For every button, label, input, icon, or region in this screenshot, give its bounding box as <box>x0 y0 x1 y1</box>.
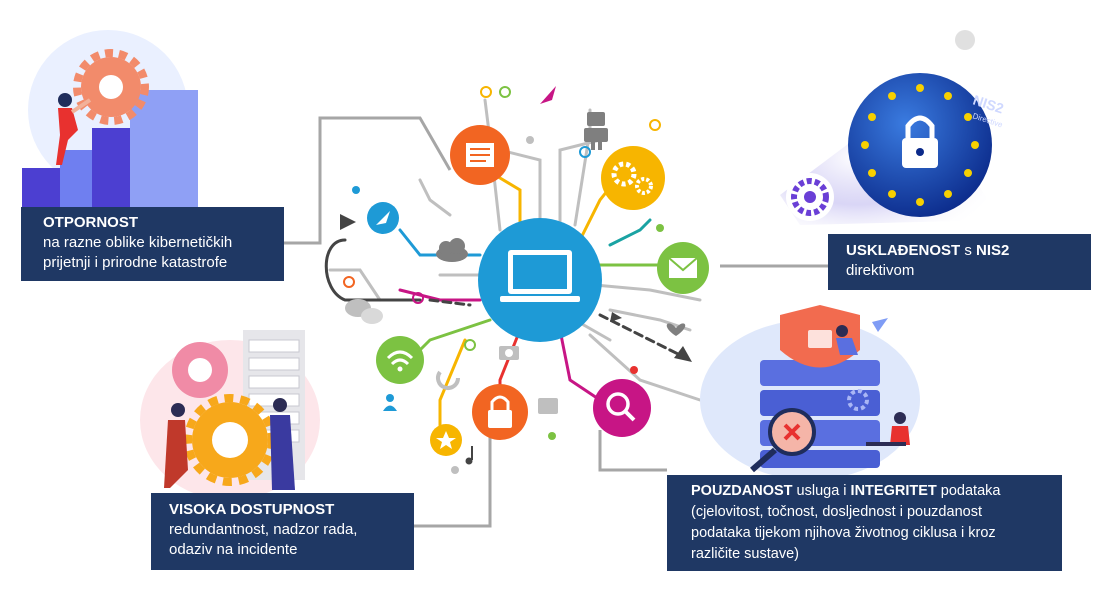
heart-icon <box>666 323 686 336</box>
camera-icon <box>499 346 519 360</box>
cloud-icon <box>436 238 468 262</box>
pouzdanost-title-bold1: POUZDANOST <box>691 483 793 499</box>
user-icon <box>383 394 397 411</box>
like-icon <box>538 398 558 414</box>
lock-icon <box>472 384 528 440</box>
nis2-title-bold2: NIS2 <box>976 242 1010 259</box>
pouzdanost-desc-line3: različite sustave) <box>691 546 799 562</box>
otpornost-box: OTPORNOST na razne oblike kibernetičkih … <box>21 207 284 281</box>
visoka-desc-line2: odaziv na incidente <box>169 541 298 558</box>
nis2-title-connector: s <box>960 242 977 259</box>
otpornost-desc-line2: prijetnji i prirodne katastrofe <box>43 254 228 271</box>
eu-stars <box>861 84 979 206</box>
reliability-illustration <box>700 305 920 480</box>
laptop-hub <box>478 218 602 342</box>
visoka-desc-line1: redundantnost, nadzor rada, <box>169 521 358 538</box>
visoka-title: VISOKA DOSTUPNOST <box>169 501 335 518</box>
music-icon <box>465 446 473 465</box>
robot-icon <box>584 112 608 150</box>
availability-illustration <box>140 330 320 500</box>
gear-icon <box>601 146 665 210</box>
connector-lines <box>284 116 828 528</box>
pouzdanost-title-connector2: podataka <box>936 483 1001 499</box>
pouzdanost-title-bold2: INTEGRITET <box>850 483 937 499</box>
refresh-icon <box>436 370 460 390</box>
pouzdanost-title-connector1: usluga i <box>792 483 851 499</box>
nis2-box: USKLAĐENOST s NIS2 direktivom <box>828 234 1091 290</box>
pouzdanost-desc-line2: podataka tijekom njihova životnog ciklus… <box>691 525 996 541</box>
rocket-icon <box>367 202 399 234</box>
otpornost-title: OTPORNOST <box>43 214 139 231</box>
document-icon <box>450 125 510 185</box>
nis2-title-bold: USKLAĐENOST <box>846 242 961 259</box>
nis2-desc-line1: direktivom <box>846 262 915 279</box>
connector-otpornost <box>284 116 452 245</box>
pouzdanost-box: POUZDANOST usluga i INTEGRITET podataka … <box>667 475 1062 571</box>
rocket-small-icon <box>540 86 556 104</box>
connector-pouzdanost <box>598 430 667 472</box>
pouzdanost-desc-line1: (cjelovitost, točnost, dosljednost i pou… <box>691 504 982 520</box>
otpornost-desc-line1: na razne oblike kibernetičkih <box>43 234 233 251</box>
mail-icon <box>657 242 709 294</box>
arrow-icons <box>340 214 692 362</box>
chat-icon <box>345 299 383 324</box>
nis2-illustration: NIS2 Directive <box>780 73 1006 225</box>
connector-visoka <box>414 420 492 528</box>
visoka-dostupnost-box: VISOKA DOSTUPNOST redundantnost, nadzor … <box>151 493 414 570</box>
search-icon <box>593 379 651 437</box>
star-icon <box>430 424 462 456</box>
resilience-illustration <box>22 30 198 208</box>
wifi-icon <box>376 336 424 384</box>
